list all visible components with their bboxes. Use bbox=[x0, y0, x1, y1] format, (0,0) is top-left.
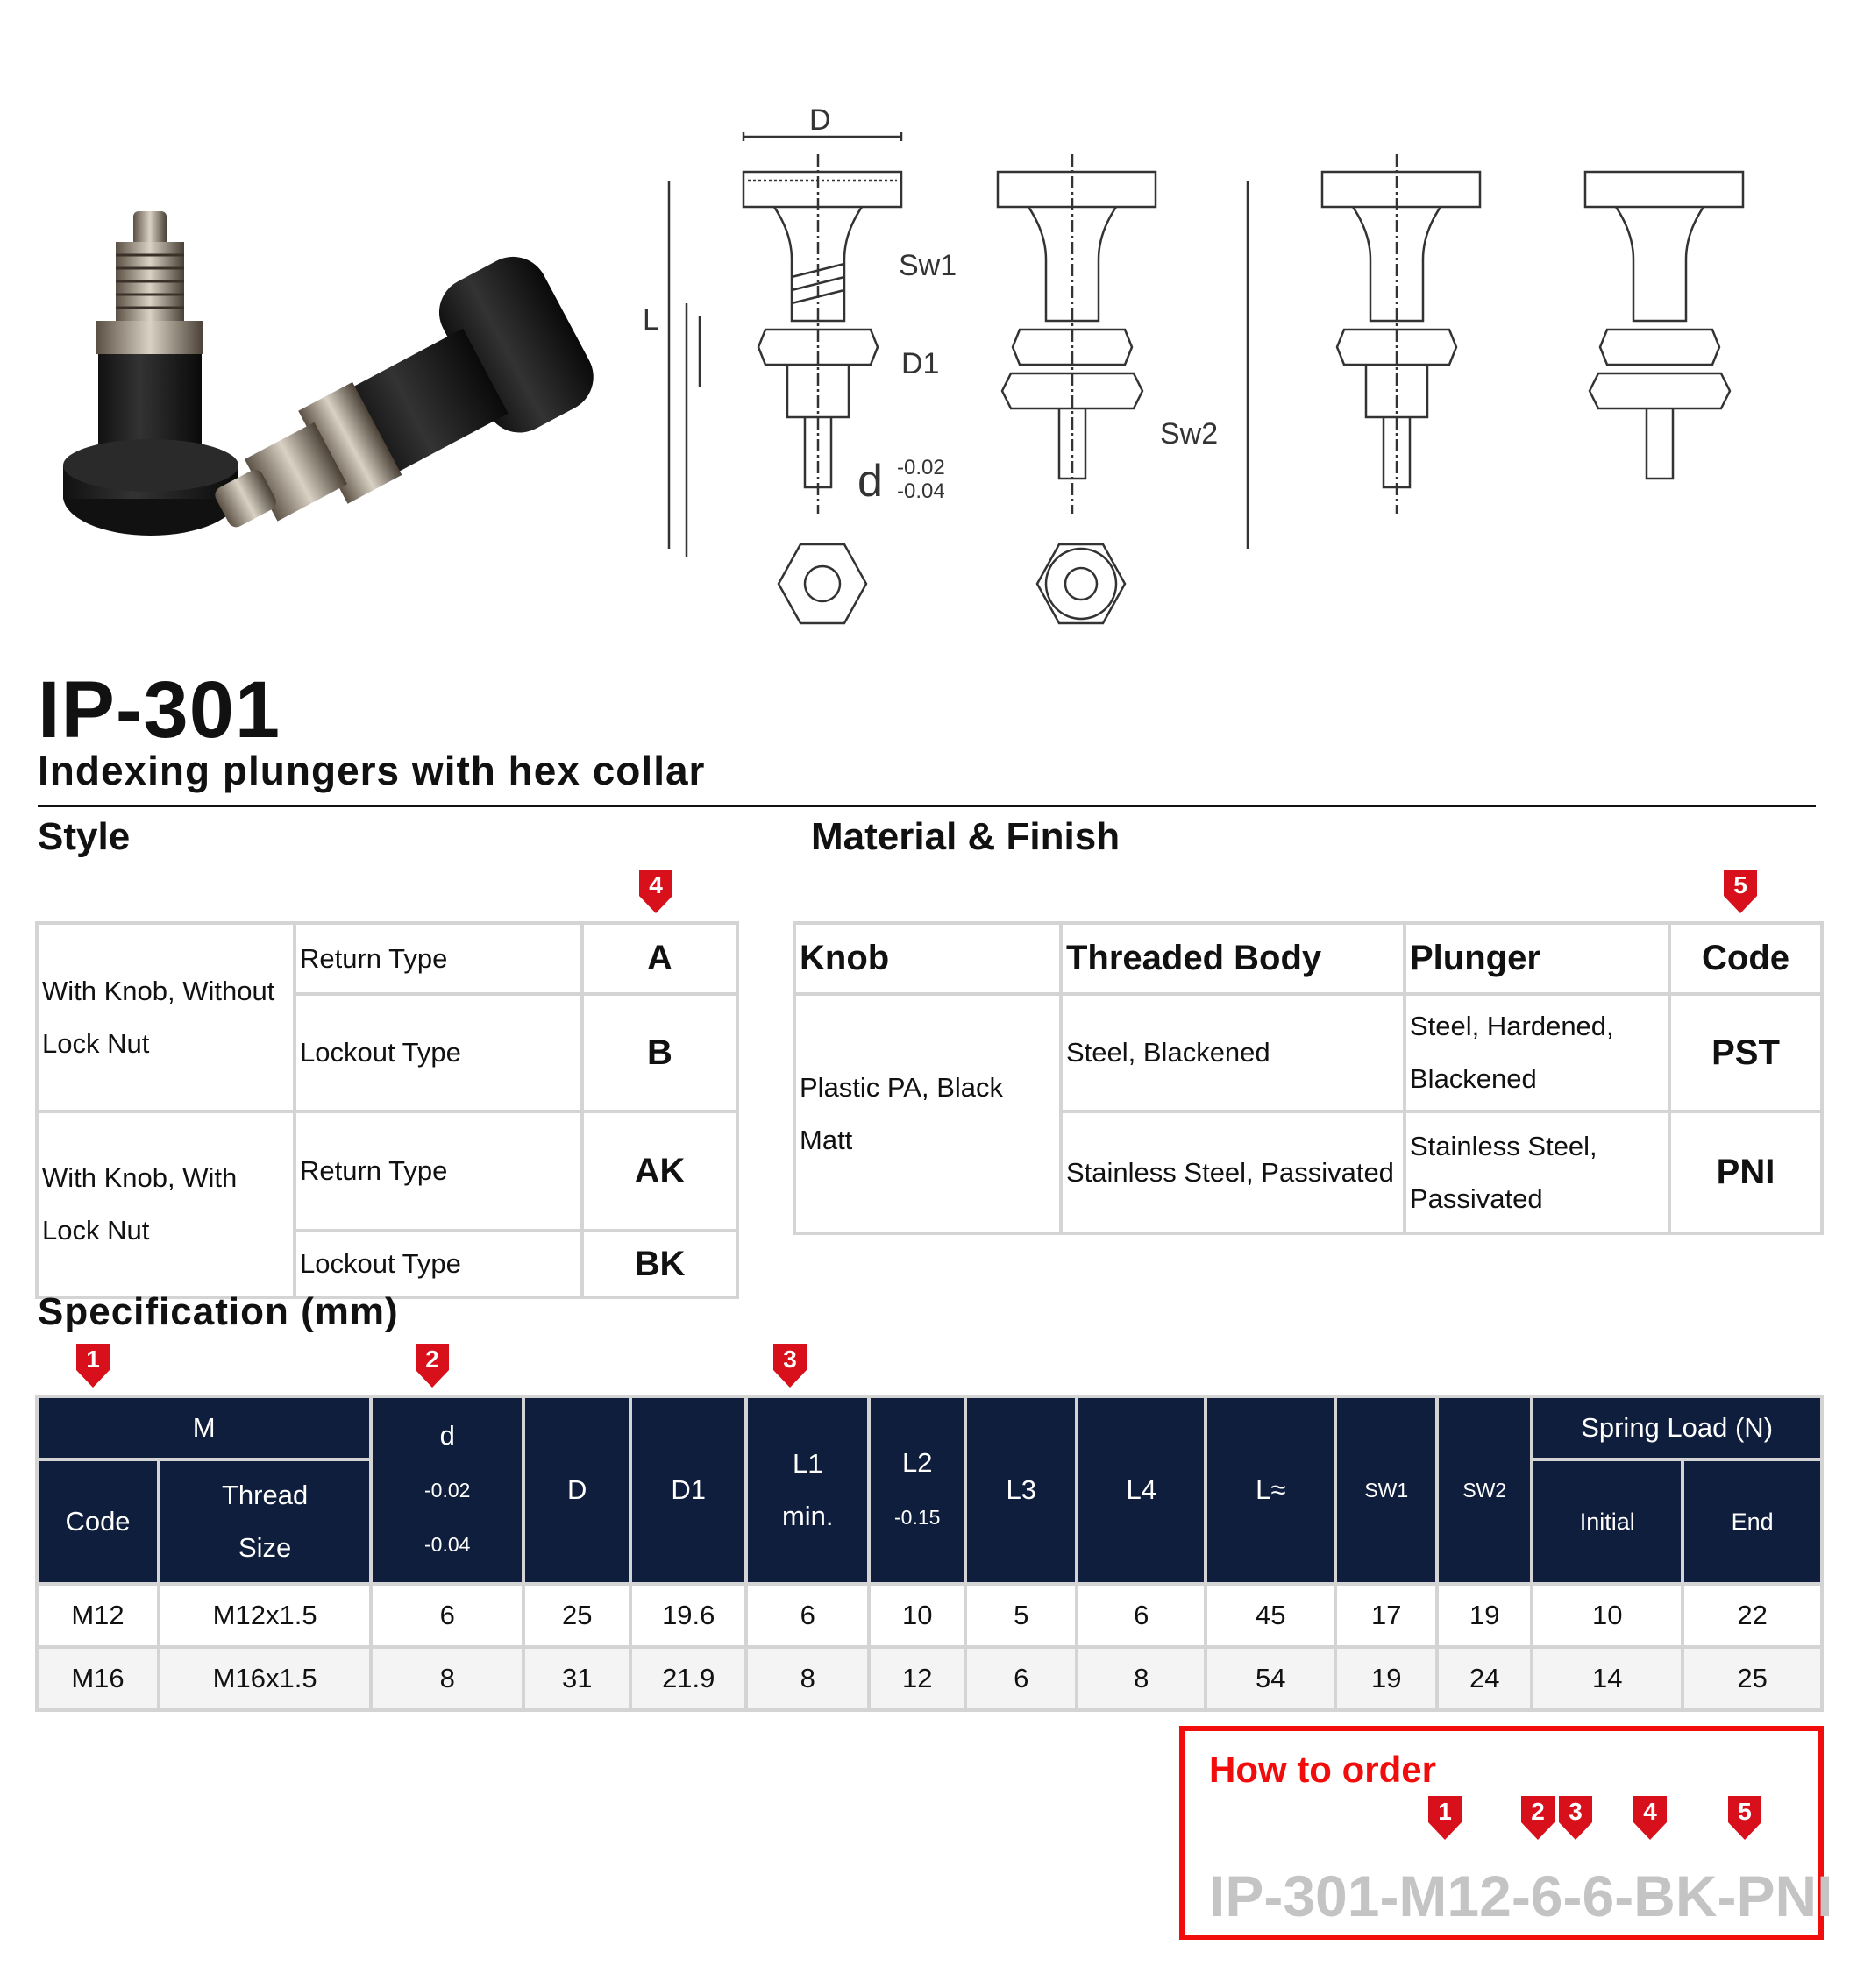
style-type: Return Type bbox=[296, 925, 580, 992]
spec-cell: 22 bbox=[1684, 1586, 1820, 1645]
hdr-sw1: SW1 bbox=[1337, 1398, 1436, 1582]
spec-cell: 6 bbox=[1078, 1586, 1205, 1645]
style-type: Lockout Type bbox=[296, 1232, 580, 1296]
hdr-L2: L2-0.15 bbox=[871, 1398, 964, 1582]
spec-cell: 54 bbox=[1207, 1649, 1334, 1708]
style-heading: Style bbox=[38, 815, 131, 858]
dim-D: D bbox=[809, 103, 831, 137]
spec-cell: 25 bbox=[1684, 1649, 1820, 1708]
dim-d: d bbox=[857, 456, 883, 507]
hdr-thread: Thread Size bbox=[160, 1461, 370, 1582]
style-code: BK bbox=[584, 1232, 736, 1296]
order-marker-3: 3 bbox=[1559, 1796, 1592, 1840]
col-body: Threaded Body bbox=[1063, 925, 1403, 992]
hdr-end: End bbox=[1684, 1461, 1820, 1582]
spec-cell: 6 bbox=[748, 1586, 868, 1645]
marker-4: 4 bbox=[639, 870, 672, 913]
spec-heading: Specification (mm) bbox=[38, 1290, 399, 1333]
material-heading: Material & Finish bbox=[811, 815, 1121, 858]
hdr-d: d-0.02-0.04 bbox=[373, 1398, 523, 1582]
spec-cell: 6 bbox=[373, 1586, 523, 1645]
how-to-order-box: How to order 1 2 3 4 5 IP-301-M12-6-6-BK… bbox=[1179, 1726, 1833, 1940]
spec-cell: M16x1.5 bbox=[160, 1649, 370, 1708]
material-code: PST bbox=[1671, 996, 1820, 1110]
knob-material: Plastic PA, Black Matt bbox=[796, 996, 1059, 1232]
spec-cell: 8 bbox=[748, 1649, 868, 1708]
divider bbox=[38, 805, 1816, 807]
marker-2: 2 bbox=[416, 1344, 449, 1388]
spec-cell: 5 bbox=[967, 1586, 1076, 1645]
hdr-D: D bbox=[525, 1398, 630, 1582]
hdr-spring-load: Spring Load (N) bbox=[1533, 1398, 1820, 1458]
spec-cell: 6 bbox=[967, 1649, 1076, 1708]
order-marker-1: 1 bbox=[1428, 1796, 1462, 1840]
plunger-material: Stainless Steel, Passivated bbox=[1406, 1113, 1668, 1232]
marker-3: 3 bbox=[773, 1344, 807, 1388]
spec-cell: 19 bbox=[1337, 1649, 1436, 1708]
style-code: A bbox=[584, 925, 736, 992]
order-marker-2: 2 bbox=[1521, 1796, 1555, 1840]
spec-cell: M12 bbox=[39, 1586, 157, 1645]
spec-cell: 14 bbox=[1533, 1649, 1682, 1708]
dim-sw1: Sw1 bbox=[899, 249, 957, 282]
spec-cell: 19.6 bbox=[632, 1586, 745, 1645]
spec-cell: 21.9 bbox=[632, 1649, 745, 1708]
hdr-code: Code bbox=[39, 1461, 157, 1582]
spec-cell: M12x1.5 bbox=[160, 1586, 370, 1645]
hdr-L3: L3 bbox=[967, 1398, 1076, 1582]
hdr-D1: D1 bbox=[632, 1398, 745, 1582]
style-group: With Knob, Without Lock Nut bbox=[39, 925, 293, 1110]
style-code: AK bbox=[584, 1113, 736, 1229]
dim-sw2: Sw2 bbox=[1160, 417, 1218, 451]
spec-cell: 10 bbox=[1533, 1586, 1682, 1645]
spec-cell: 8 bbox=[1078, 1649, 1205, 1708]
spec-cell: M16 bbox=[39, 1649, 157, 1708]
spec-cell: 8 bbox=[373, 1649, 523, 1708]
col-code: Code bbox=[1671, 925, 1820, 992]
dim-L: L bbox=[643, 303, 659, 337]
col-plunger: Plunger bbox=[1406, 925, 1668, 992]
material-code: PNI bbox=[1671, 1113, 1820, 1232]
spec-cell: 31 bbox=[525, 1649, 630, 1708]
spec-cell: 12 bbox=[871, 1649, 964, 1708]
order-example: IP-301-M12-6-6-BK-PNI bbox=[1209, 1864, 1833, 1928]
tol-lower: -0.04 bbox=[897, 479, 945, 503]
product-subtitle: Indexing plungers with hex collar bbox=[38, 748, 706, 793]
plunger-material: Steel, Hardened, Blackened bbox=[1406, 996, 1668, 1110]
order-marker-4: 4 bbox=[1633, 1796, 1667, 1840]
hdr-m: M bbox=[39, 1398, 370, 1458]
hdr-L4: L4 bbox=[1078, 1398, 1205, 1582]
order-marker-5: 5 bbox=[1728, 1796, 1761, 1840]
how-to-order-heading: How to order bbox=[1209, 1749, 1436, 1790]
style-type: Return Type bbox=[296, 1113, 580, 1229]
body-material: Steel, Blackened bbox=[1063, 996, 1403, 1110]
hdr-sw2: SW2 bbox=[1439, 1398, 1531, 1582]
style-code: B bbox=[584, 996, 736, 1110]
marker-1: 1 bbox=[76, 1344, 110, 1388]
marker-5: 5 bbox=[1724, 870, 1757, 913]
dim-d1: D1 bbox=[901, 347, 939, 380]
technical-drawing: D Sw1 D1 L d -0.02 -0.04 Sw2 bbox=[634, 102, 1826, 654]
product-code-title: IP-301 bbox=[38, 665, 281, 755]
spec-cell: 19 bbox=[1439, 1586, 1531, 1645]
spec-cell: 10 bbox=[871, 1586, 964, 1645]
style-type: Lockout Type bbox=[296, 996, 580, 1110]
hdr-initial: Initial bbox=[1533, 1461, 1682, 1582]
product-photo bbox=[63, 202, 608, 539]
style-group: With Knob, With Lock Nut bbox=[39, 1113, 293, 1296]
body-material: Stainless Steel, Passivated bbox=[1063, 1113, 1403, 1232]
spec-cell: 45 bbox=[1207, 1586, 1334, 1645]
spec-cell: 24 bbox=[1439, 1649, 1531, 1708]
spec-cell: 25 bbox=[525, 1586, 630, 1645]
tol-upper: -0.02 bbox=[897, 456, 945, 479]
col-knob: Knob bbox=[796, 925, 1059, 992]
spec-cell: 17 bbox=[1337, 1586, 1436, 1645]
hdr-L: L≈ bbox=[1207, 1398, 1334, 1582]
